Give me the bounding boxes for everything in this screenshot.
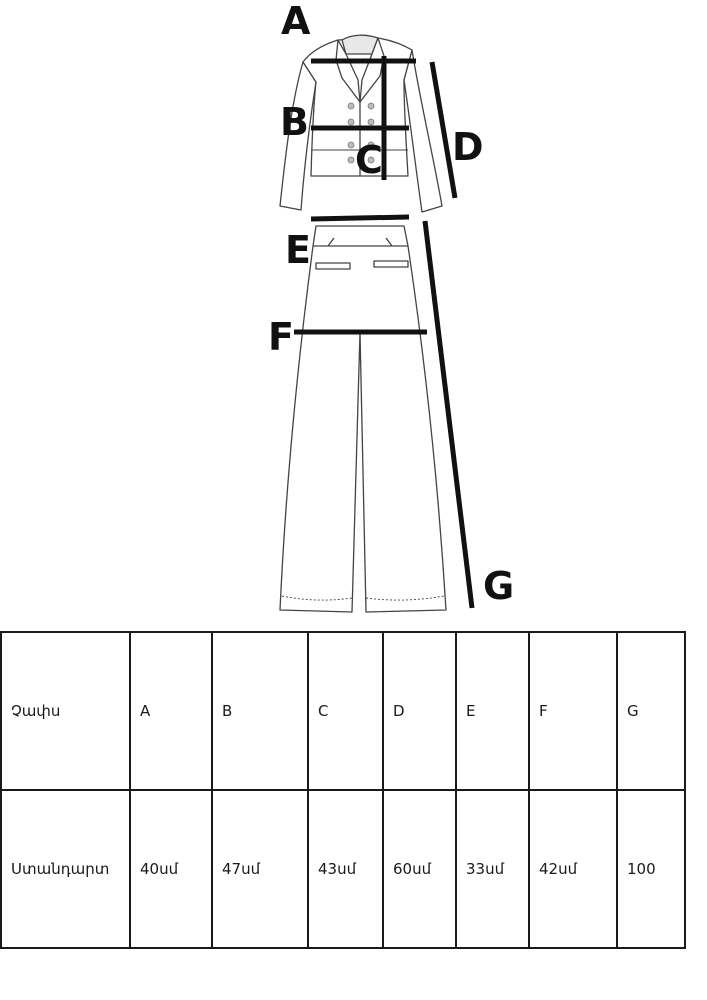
- table-cell: B: [211, 631, 309, 791]
- table-cell: 100: [616, 789, 686, 949]
- table-cell: D: [382, 631, 457, 791]
- label-g: G: [483, 564, 514, 608]
- table-cell: Չափս: [0, 631, 131, 791]
- measure-line-e: [310, 214, 410, 222]
- table-cell: A: [129, 631, 213, 791]
- table-cell: 60սմ: [382, 789, 457, 949]
- measure-line-d: [429, 61, 458, 199]
- table-cell: 42սմ: [528, 789, 618, 949]
- table-cell: 43սմ: [307, 789, 384, 949]
- table-row: Ստանդարտ 40սմ 47սմ 43սմ 60սմ 33սմ 42սմ 1…: [0, 789, 686, 949]
- table-cell: E: [455, 631, 530, 791]
- measure-line-g: [422, 220, 475, 609]
- label-b: B: [280, 100, 309, 144]
- table-header-row: Չափս A B C D E F G: [0, 631, 686, 791]
- table-cell: F: [528, 631, 618, 791]
- table-cell: 40սմ: [129, 789, 213, 949]
- label-e: E: [285, 228, 311, 272]
- trousers-drawing: [279, 225, 447, 613]
- table-cell: 47սմ: [211, 789, 309, 949]
- measurement-lines: [294, 56, 475, 609]
- label-f: F: [268, 315, 294, 359]
- size-table: Չափս A B C D E F G Ստանդարտ 40սմ 47սմ 43…: [0, 631, 686, 949]
- table-cell: 33սմ: [455, 789, 530, 949]
- label-a: A: [281, 0, 311, 43]
- label-c: C: [355, 138, 383, 182]
- table-cell: G: [616, 631, 686, 791]
- jacket-buttons: [347, 102, 375, 164]
- table-cell: Ստանդարտ: [0, 789, 131, 949]
- table-cell: C: [307, 631, 384, 791]
- label-d: D: [452, 125, 484, 169]
- garment-illustration: A B C D E F G: [268, 0, 514, 613]
